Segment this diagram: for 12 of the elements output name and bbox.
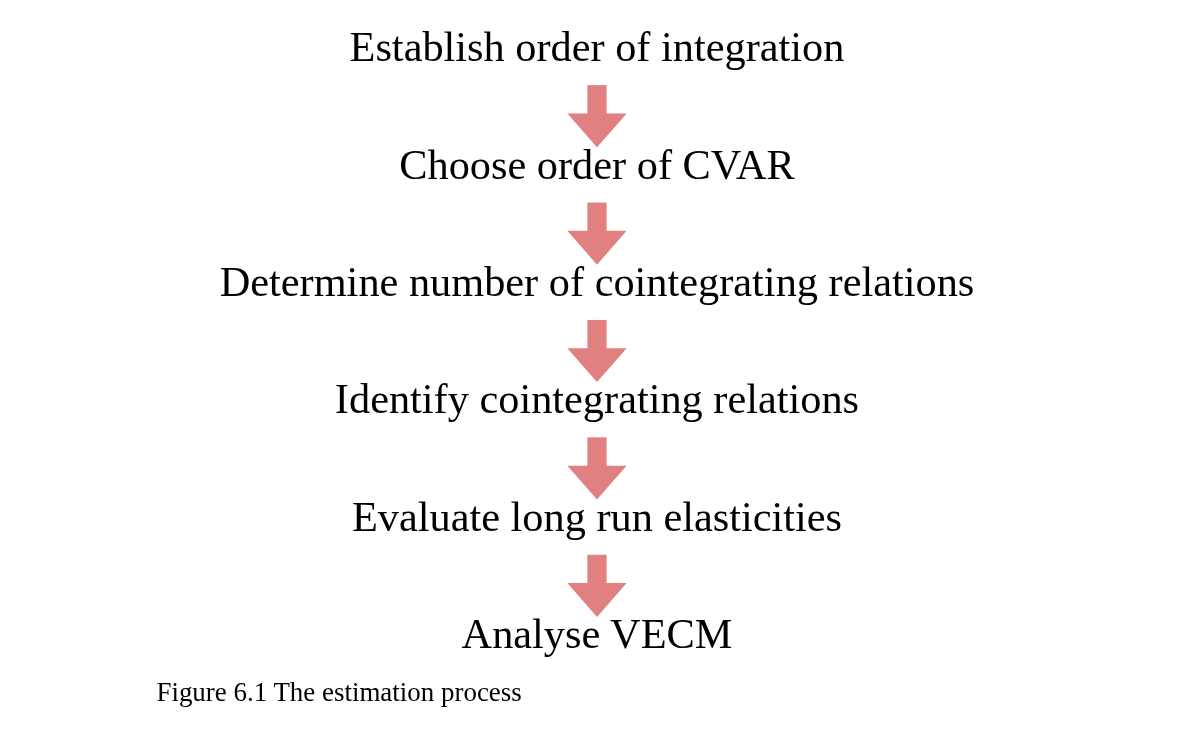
node-text: Choose order of CVAR xyxy=(399,140,795,188)
node-text: Identify cointegrating relations xyxy=(334,375,860,423)
node-text: Determine number of cointegrating relations xyxy=(219,257,975,305)
arrow xyxy=(567,437,627,500)
arrow xyxy=(567,319,627,383)
caption: Figure 6.1 The estimation process xyxy=(156,677,522,708)
node-text: Analyse VECM xyxy=(461,610,733,658)
node-text: Establish order of integration xyxy=(349,23,845,71)
node-text: Evaluate long run elasticities xyxy=(351,492,843,540)
arrow xyxy=(567,202,627,265)
arrow xyxy=(567,554,627,617)
arrow xyxy=(567,85,627,148)
